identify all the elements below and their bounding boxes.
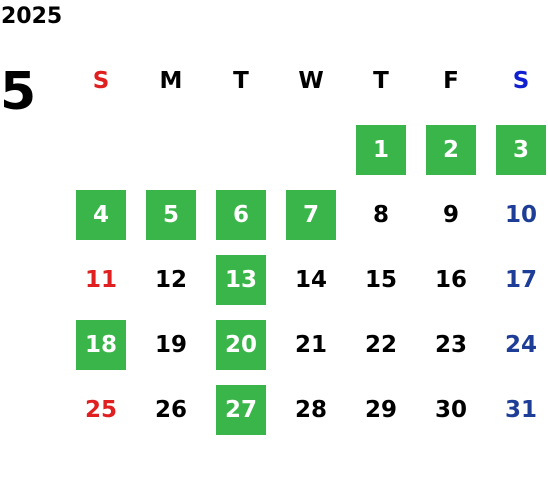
day-cell: 19 — [154, 332, 187, 358]
day-cell: 23 — [434, 332, 467, 358]
day-cell: 8 — [372, 202, 389, 228]
day-cell: 14 — [294, 267, 327, 293]
day-cell: 12 — [154, 267, 187, 293]
year-label: 2025 — [1, 4, 63, 29]
day-cell: 31 — [504, 397, 537, 423]
weekday-sun: S — [92, 68, 110, 94]
day-cell: 10 — [504, 202, 537, 228]
day-cell: 21 — [294, 332, 327, 358]
day-cell: 25 — [84, 397, 117, 423]
weekday-mon: M — [159, 68, 183, 94]
month-label: 5 — [0, 62, 37, 122]
day-cell: 18 — [76, 320, 126, 370]
day-cell: 1 — [356, 125, 406, 175]
day-cell: 30 — [434, 397, 467, 423]
day-cell: 16 — [434, 267, 467, 293]
day-cell: 11 — [84, 267, 117, 293]
day-cell: 5 — [146, 190, 196, 240]
day-cell: 13 — [216, 255, 266, 305]
day-cell: 4 — [76, 190, 126, 240]
day-cell: 29 — [364, 397, 397, 423]
weekday-sat: S — [512, 68, 530, 94]
day-cell: 24 — [504, 332, 537, 358]
weekday-thu: T — [373, 68, 389, 94]
weekday-wed: W — [298, 68, 324, 94]
day-cell: 28 — [294, 397, 327, 423]
day-cell: 2 — [426, 125, 476, 175]
weekday-tue: T — [233, 68, 249, 94]
day-cell: 17 — [504, 267, 537, 293]
day-cell: 15 — [364, 267, 397, 293]
day-cell: 3 — [496, 125, 546, 175]
day-cell: 9 — [442, 202, 459, 228]
day-cell: 26 — [154, 397, 187, 423]
weekday-fri: F — [443, 68, 459, 94]
day-cell: 6 — [216, 190, 266, 240]
day-cell: 20 — [216, 320, 266, 370]
day-cell: 7 — [286, 190, 336, 240]
day-cell: 22 — [364, 332, 397, 358]
day-cell: 27 — [216, 385, 266, 435]
